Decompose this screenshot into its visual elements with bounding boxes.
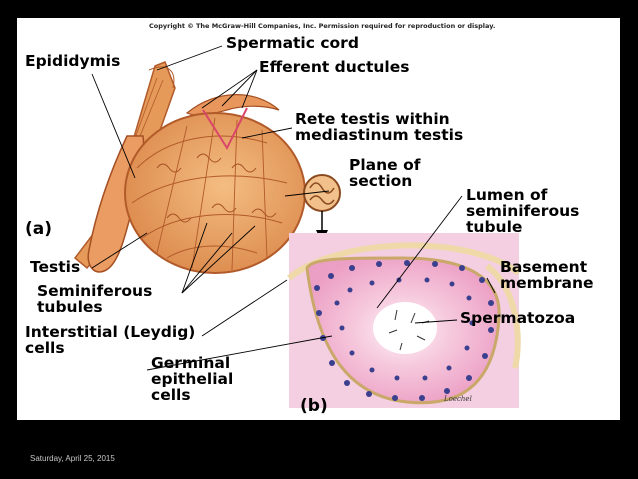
label-interstitial-cells: Interstitial (Leydig)cells <box>25 323 196 357</box>
label-epididymis: Epididymis <box>25 52 121 70</box>
copyright-notice: Copyright © The McGraw-Hill Companies, I… <box>149 22 496 30</box>
label-efferent-ductules: Efferent ductules <box>259 58 410 76</box>
diagram-artwork <box>73 45 521 408</box>
label-spermatozoa: Spermatozoa <box>460 309 576 327</box>
plane-of-section-icon <box>303 174 341 243</box>
diagram-figure: Copyright © The McGraw-Hill Companies, I… <box>17 18 620 420</box>
slide-date: Saturday, April 25, 2015 <box>30 454 115 463</box>
artist-signature: Loechel <box>444 395 472 403</box>
label-testis: Testis <box>30 258 81 276</box>
tubule-cross-section <box>287 233 521 408</box>
label-spermatic-cord: Spermatic cord <box>226 34 359 52</box>
leader-lines <box>91 45 496 371</box>
label-panel-b: (b) <box>300 396 328 416</box>
label-panel-a: (a) <box>25 219 53 239</box>
